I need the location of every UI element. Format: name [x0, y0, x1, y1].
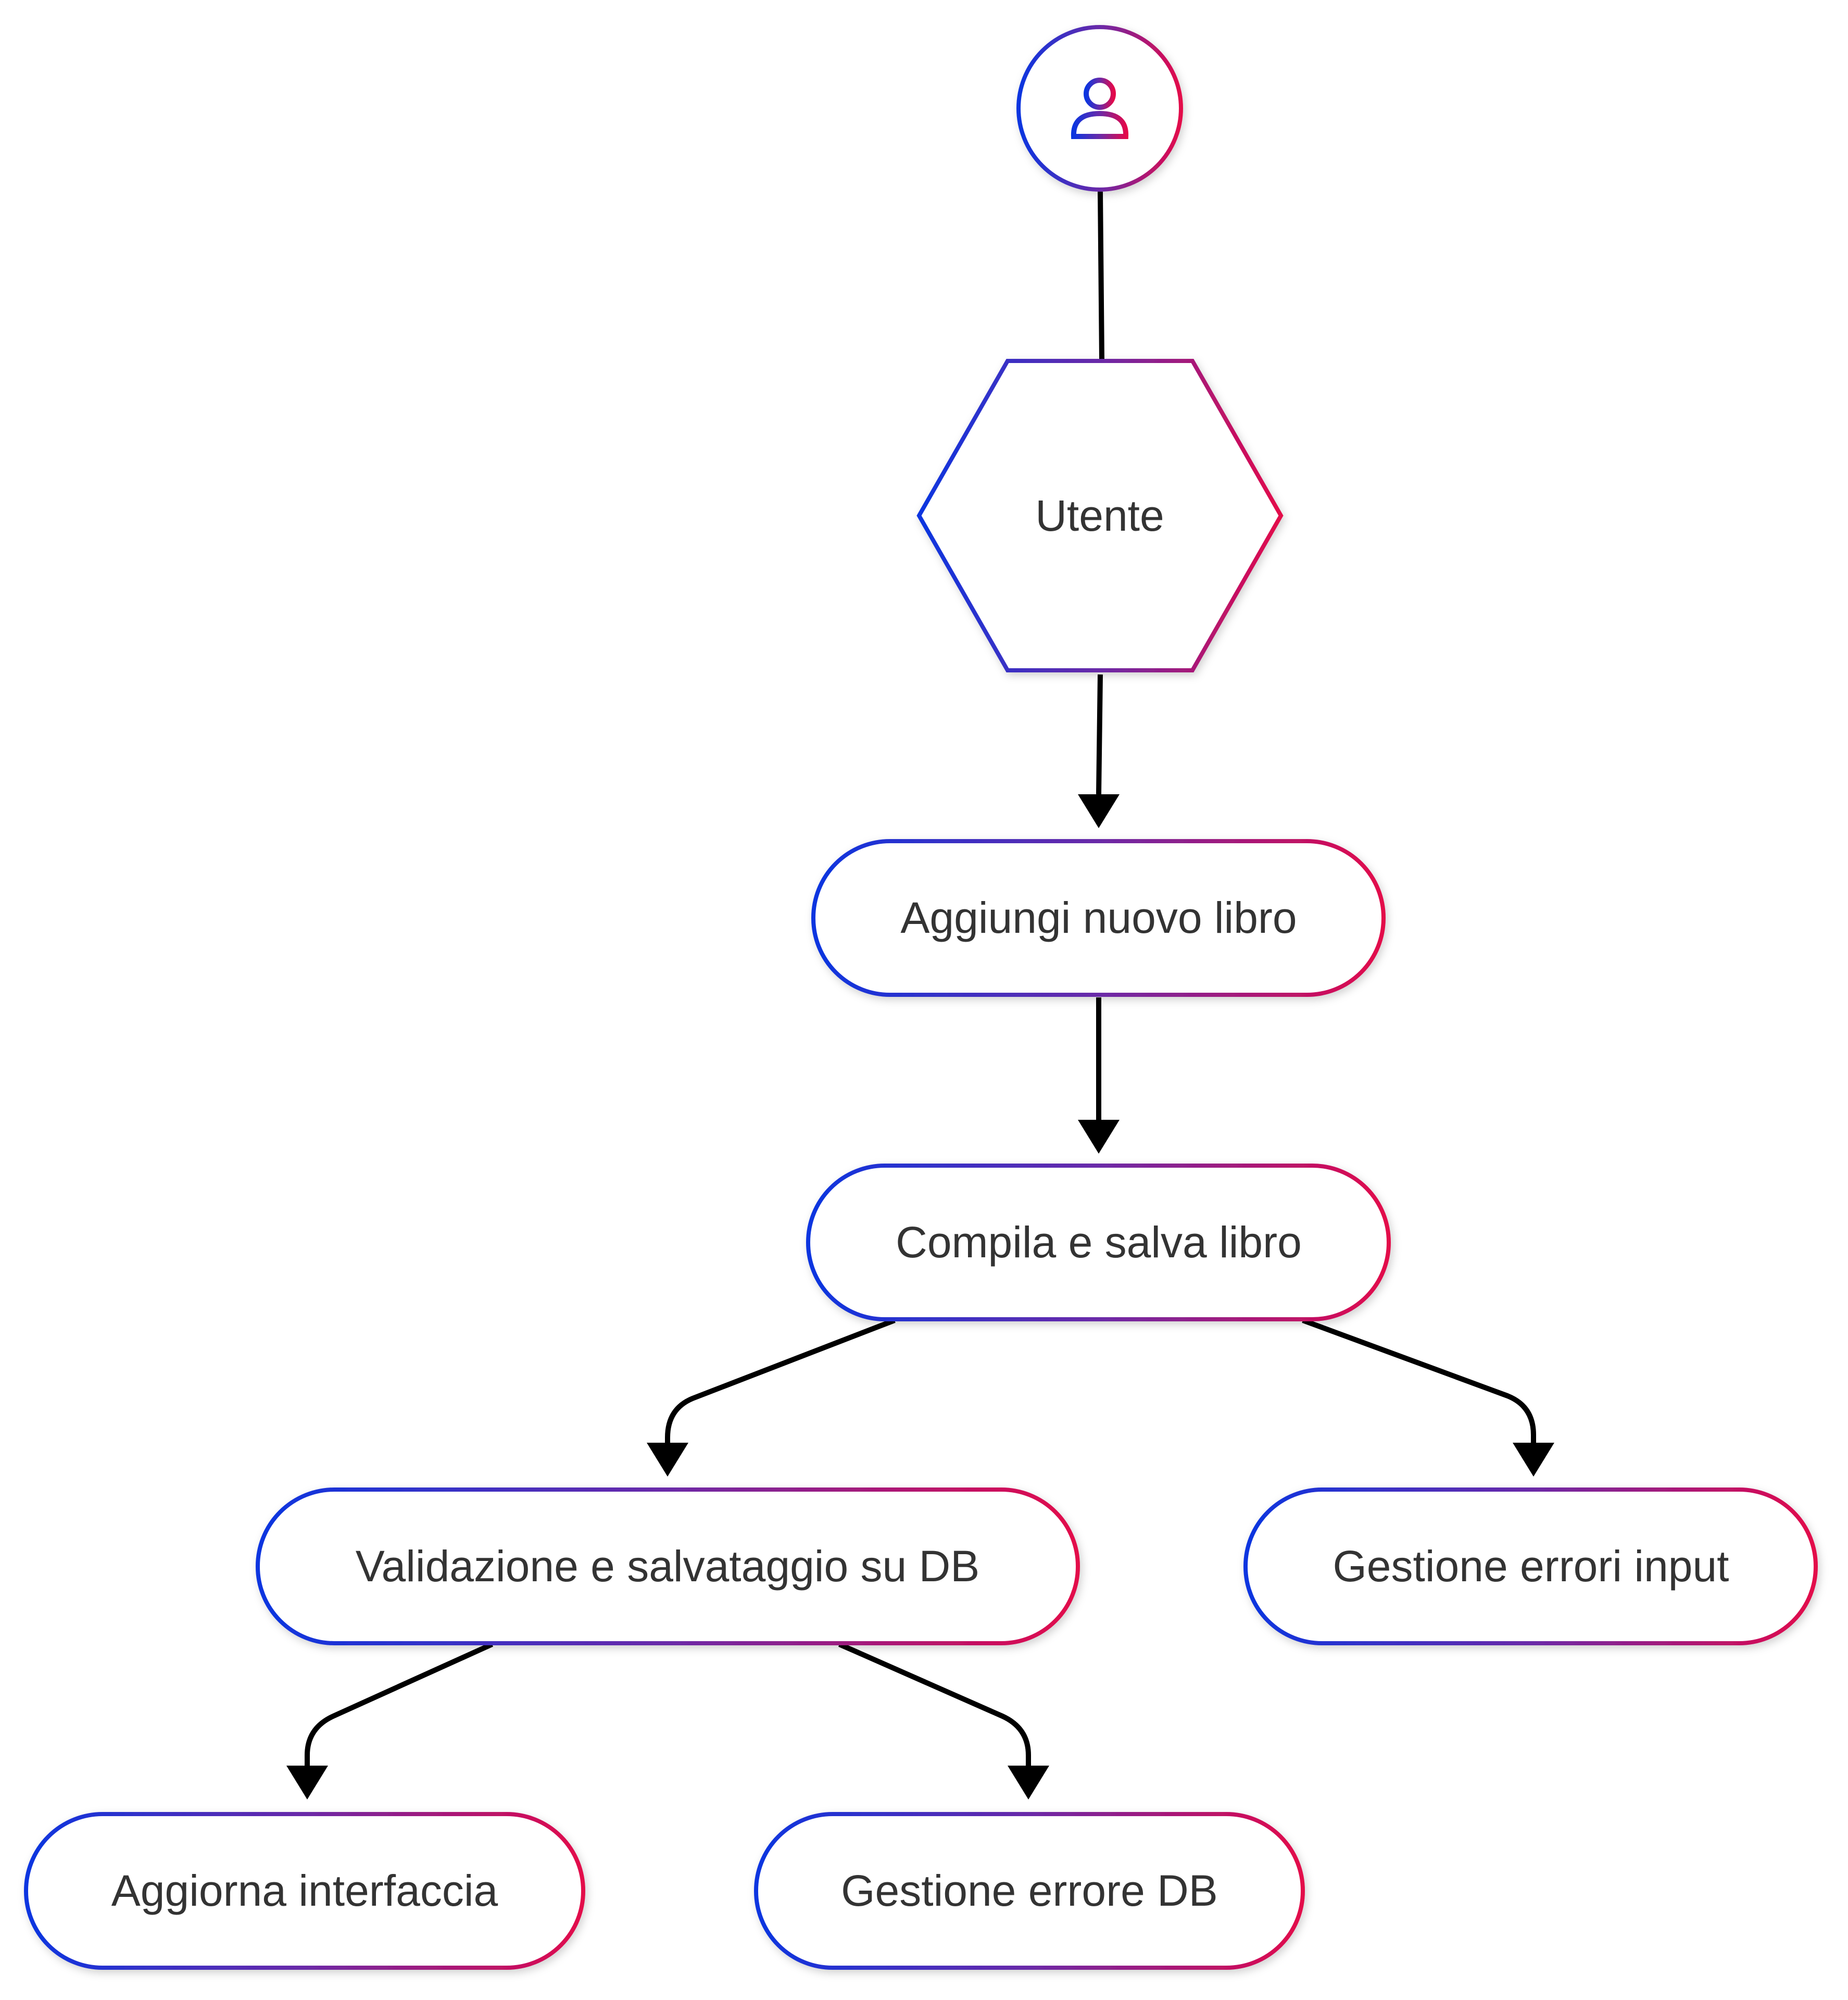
edge-validazione-to-aggiorna	[305, 1642, 494, 1768]
node-gestione-errori-input[interactable]: Gestione errori input	[1243, 1488, 1818, 1645]
edge-user-to-utente	[1098, 191, 1104, 360]
edges	[286, 191, 1554, 1799]
node-aggiungi-label: Aggiungi nuovo libro	[900, 893, 1297, 942]
edge-validazione-to-gestione-db-arrowhead	[1008, 1766, 1049, 1799]
node-aggiorna-label: Aggiorna interfaccia	[111, 1866, 498, 1915]
edge-utente-to-aggiungi-arrowhead	[1078, 794, 1120, 828]
edge-compila-to-gestione-input	[1302, 1318, 1536, 1445]
node-validazione[interactable]: Validazione e salvataggio su DB	[256, 1488, 1080, 1645]
node-compila-label: Compila e salva libro	[896, 1218, 1302, 1267]
node-gestione-input-label: Gestione errori input	[1332, 1542, 1729, 1591]
node-validazione-label: Validazione e salvataggio su DB	[356, 1542, 980, 1591]
edge-aggiungi-to-compila-arrowhead	[1078, 1120, 1120, 1154]
node-compila-e-salva-libro[interactable]: Compila e salva libro	[806, 1164, 1391, 1321]
node-aggiungi-nuovo-libro[interactable]: Aggiungi nuovo libro	[811, 839, 1386, 997]
node-user-icon[interactable]	[1016, 25, 1183, 192]
node-gestione-errore-db[interactable]: Gestione errore DB	[754, 1812, 1305, 1970]
node-gestione-db-label: Gestione errore DB	[841, 1866, 1218, 1915]
node-aggiorna-interfaccia[interactable]: Aggiorna interfaccia	[24, 1812, 585, 1970]
edge-compila-to-gestione-input-arrowhead	[1513, 1443, 1554, 1477]
edge-validazione-to-gestione-db	[838, 1642, 1031, 1768]
user-icon	[1071, 78, 1129, 139]
edge-utente-to-aggiungi	[1096, 674, 1103, 795]
edge-compila-to-validazione-arrowhead	[647, 1443, 688, 1477]
nodes: Utente Aggiungi nuovo libro Compila e sa…	[24, 25, 1818, 1970]
node-utente[interactable]: Utente	[916, 359, 1284, 672]
edge-compila-to-validazione	[665, 1318, 896, 1445]
edge-validazione-to-aggiorna-arrowhead	[286, 1766, 328, 1799]
node-utente-label: Utente	[1035, 491, 1164, 540]
